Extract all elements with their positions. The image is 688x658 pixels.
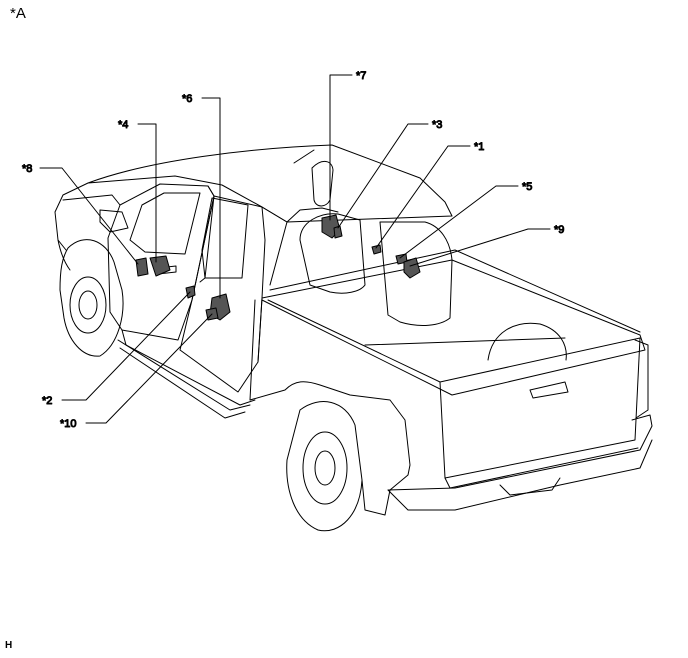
callout-label-1: *1 [474, 141, 484, 153]
part-9-retractor [403, 257, 421, 279]
view-label: *A [10, 5, 26, 22]
callout-labels: *7 *6 *4 *3 *1 *8 *5 *9 *2 *10 [22, 70, 565, 431]
callout-label-6: *6 [182, 93, 192, 105]
sheet-code: H [5, 640, 13, 651]
callout-label-3: *3 [432, 119, 442, 131]
callout-label-9: *9 [554, 224, 564, 236]
callout-label-10: *10 [60, 418, 77, 430]
part-8-anchor [135, 257, 149, 277]
part-4-retractor [149, 255, 171, 277]
callout-label-7: *7 [356, 70, 366, 82]
callout-label-5: *5 [522, 181, 532, 193]
callout-label-2: *2 [42, 395, 52, 407]
leader-lines [39, 74, 551, 424]
part-1-sensor [371, 244, 382, 255]
part-3-buckle [333, 225, 343, 239]
callout-label-4: *4 [118, 119, 128, 131]
callout-label-8: *8 [22, 163, 32, 175]
truck-outline [54, 144, 653, 532]
